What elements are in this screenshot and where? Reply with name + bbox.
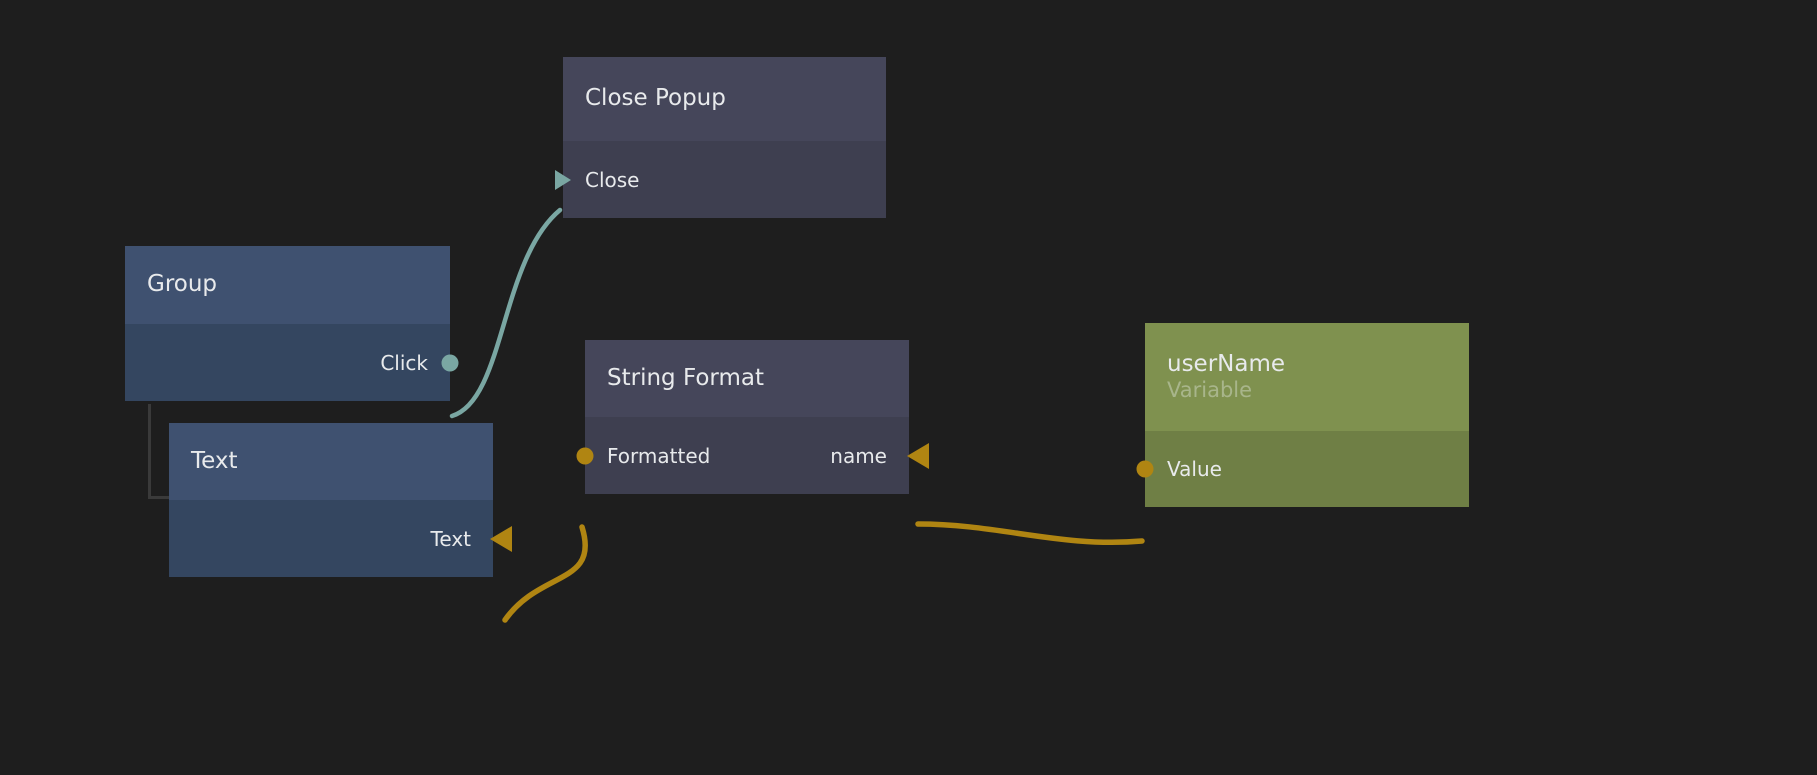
hierarchy-bracket-group-text — [148, 404, 180, 499]
node-string-format[interactable]: String Format Formatted name — [576, 340, 929, 494]
node-body-string-format: Formatted name — [576, 417, 929, 494]
node-header-string-format[interactable]: String Format — [585, 340, 909, 417]
port-row-value[interactable]: Value — [1136, 431, 1469, 507]
data-input-arrow-icon[interactable] — [907, 442, 929, 469]
port-label-value: Value — [1167, 457, 1222, 481]
node-body-group: Click — [125, 324, 459, 401]
port-label-name: name — [830, 443, 887, 468]
node-title-string-format: String Format — [607, 364, 765, 391]
wire-formatted-to-text — [502, 524, 588, 623]
port-label-click: Click — [380, 350, 428, 375]
port-row-string-format-io[interactable]: Formatted name — [576, 417, 929, 494]
node-header-close-popup[interactable]: Close Popup — [563, 57, 886, 141]
node-title-close-popup: Close Popup — [585, 85, 726, 112]
node-text[interactable]: Text Text — [169, 423, 512, 577]
wire-click-to-close — [449, 207, 563, 419]
data-output-dot-icon[interactable] — [1136, 460, 1154, 478]
node-group[interactable]: Group Click — [125, 246, 459, 401]
port-label-close: Close — [585, 167, 640, 192]
node-header-group[interactable]: Group — [125, 246, 450, 324]
port-row-click[interactable]: Click — [125, 324, 459, 401]
data-input-arrow-icon[interactable] — [490, 525, 512, 552]
port-row-close[interactable]: Close — [555, 141, 886, 218]
node-title-user-name: userName — [1167, 351, 1286, 378]
wire-value-to-name — [915, 521, 1145, 546]
node-title-text: Text — [191, 447, 238, 474]
node-body-close-popup: Close — [555, 141, 886, 218]
node-header-text[interactable]: Text — [169, 423, 493, 500]
port-row-text-input[interactable]: Text — [169, 500, 512, 577]
exec-input-arrow-icon[interactable] — [555, 169, 571, 190]
node-user-name-variable[interactable]: userName Variable Value — [1136, 323, 1469, 507]
node-subtitle-variable: Variable — [1167, 378, 1253, 403]
node-body-user-name: Value — [1136, 431, 1469, 507]
data-output-dot-icon[interactable] — [576, 447, 594, 464]
port-label-text-input: Text — [430, 526, 471, 551]
node-body-text: Text — [169, 500, 512, 577]
node-header-user-name[interactable]: userName Variable — [1145, 323, 1469, 431]
node-close-popup[interactable]: Close Popup Close — [555, 57, 886, 218]
exec-output-dot-icon[interactable] — [441, 354, 459, 371]
port-label-formatted: Formatted — [607, 443, 711, 468]
node-title-group: Group — [147, 271, 218, 298]
